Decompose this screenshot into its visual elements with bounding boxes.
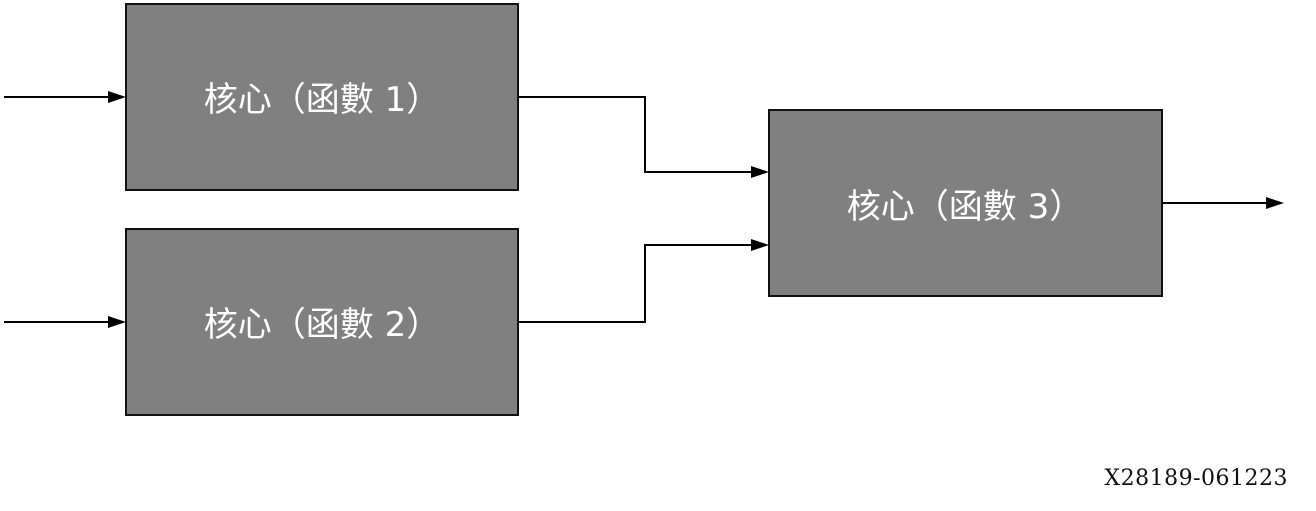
edge-input-1-to-kernel-1 <box>4 91 126 103</box>
edge-kernel-1-line <box>518 96 753 173</box>
figure-id: X28189-061223 <box>1104 466 1288 491</box>
kernel-3-rect <box>768 109 1163 297</box>
kernel-2-rect <box>125 228 519 416</box>
edge-kernel-1-to-kernel-3 <box>518 96 769 178</box>
kernel-3-box: 核心（函數 3） <box>768 109 1163 297</box>
edge-input-2-to-kernel-2 <box>4 316 126 328</box>
edge-kernel-2-line <box>518 244 753 323</box>
kernel-1-label: 核心（函數 1） <box>204 80 440 120</box>
arrowhead-icon <box>108 91 126 103</box>
arrowhead-icon <box>1266 197 1284 209</box>
arrowhead-icon <box>108 316 126 328</box>
kernel-1-rect <box>125 3 519 191</box>
kernel-1-box: 核心（函數 1） <box>125 3 519 191</box>
kernel-2-label: 核心（函數 2） <box>204 305 440 345</box>
kernel-3-label: 核心（函數 3） <box>847 187 1083 227</box>
edge-kernel-3-to-output <box>1162 197 1284 209</box>
kernel-2-box: 核心（函數 2） <box>125 228 519 416</box>
arrowhead-icon <box>751 166 769 178</box>
arrowhead-icon <box>751 239 769 251</box>
edge-kernel-2-to-kernel-3 <box>518 239 769 323</box>
